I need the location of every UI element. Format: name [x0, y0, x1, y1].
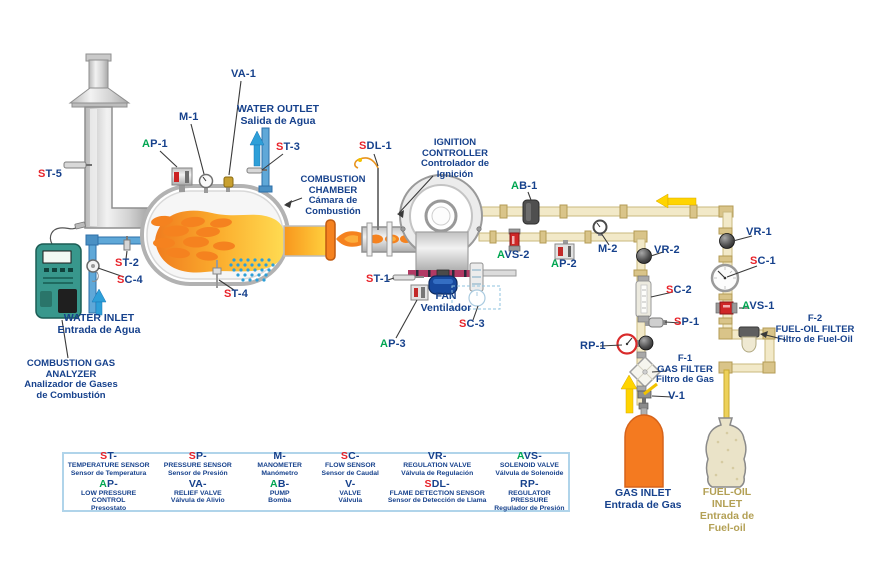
label-m1: M-1: [179, 111, 199, 123]
m2-gauge: [592, 219, 608, 236]
m1-gauge: [198, 173, 214, 193]
sc3-sensor: [451, 285, 501, 310]
ap3-device: [410, 284, 429, 301]
label-ap1: AP-1: [142, 138, 168, 150]
label-st3: ST-3: [276, 141, 301, 153]
label-v1: V-1: [668, 390, 686, 402]
sc1-gauge: [710, 263, 740, 293]
label-avs2: AVS-2: [497, 249, 530, 261]
ab1-pump: [522, 199, 540, 225]
label-avs1: AVS-1: [742, 300, 775, 312]
sdl1-sensor: [354, 157, 379, 230]
st2-sensor: [123, 236, 131, 251]
chamber-neck: [283, 219, 336, 261]
fuel-flow-arrow: [655, 193, 697, 209]
st5-sensor: [63, 161, 92, 169]
avs2-solenoid: [508, 228, 521, 252]
ap1-device: [171, 167, 193, 192]
label-ap2: AP-2: [551, 258, 577, 270]
label-sc2: SC-2: [666, 284, 692, 296]
label-sc1: SC-1: [750, 255, 776, 267]
gas-cylinder: [624, 398, 664, 488]
water-outlet-line: [249, 127, 273, 193]
st4-sensor: [212, 260, 222, 288]
fan-graphic: [428, 269, 458, 295]
vr2-valve: [636, 248, 652, 264]
fuel-oil-container: [705, 417, 747, 488]
rp1-regulator: [616, 333, 654, 355]
label-ab1: AB-1: [511, 180, 538, 192]
label-va1: VA-1: [231, 68, 257, 80]
water-spray-dots: [229, 258, 275, 282]
st1-sensor: [392, 274, 424, 281]
ap2-device: [554, 240, 575, 260]
combustion-gas-analyzer-device: [35, 221, 86, 319]
va1-valve: [223, 176, 234, 192]
sc4-sensor: [86, 259, 100, 282]
label-vr2: VR-2: [654, 244, 680, 256]
chimney: [68, 53, 149, 229]
vr1-valve: [719, 233, 735, 249]
label-st5: ST-5: [38, 168, 63, 180]
flame-graphic: [151, 210, 285, 282]
f2-fuel-oil-filter: [738, 326, 760, 353]
label-sp1: SP-1: [674, 316, 700, 328]
water-inlet-line: [85, 233, 150, 316]
f1-gas-filter: [628, 351, 662, 392]
label-rp1: RP-1: [580, 340, 606, 352]
label-sc4: SC-4: [117, 274, 143, 286]
ignition-controller-graphic: [399, 174, 483, 273]
label-vr1: VR-1: [746, 226, 772, 238]
gas-flow-arrow: [620, 374, 638, 414]
label-ap3: AP-3: [380, 338, 406, 350]
sc2-flowmeter: [635, 275, 652, 323]
label-sdl1: SDL-1: [359, 140, 392, 152]
label-st2: ST-2: [115, 257, 140, 269]
label-st1: ST-1: [366, 273, 391, 285]
label-st4: ST-4: [224, 288, 249, 300]
leader-arrowheads: [284, 200, 768, 338]
avs1-solenoid: [715, 301, 738, 315]
label-m2: M-2: [598, 243, 618, 255]
label-sc3: SC-3: [459, 318, 485, 330]
